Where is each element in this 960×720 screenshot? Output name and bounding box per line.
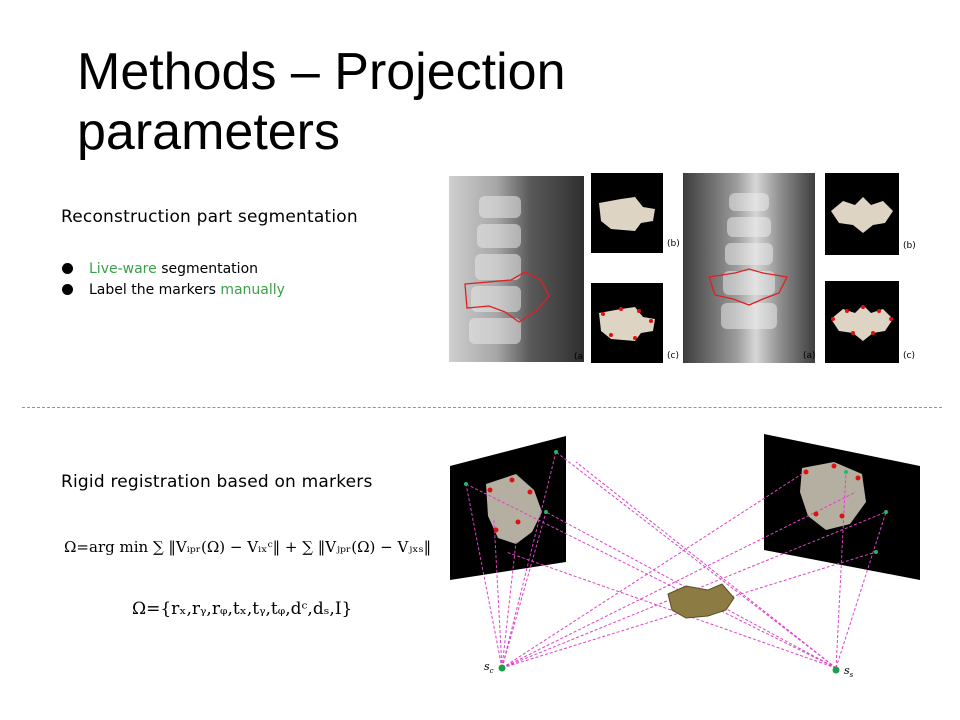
- ap-xray-image: (a): [683, 173, 815, 363]
- section-heading-registration: Rigid registration based on markers: [61, 472, 373, 492]
- bullet-text-highlight: Li: [89, 261, 101, 277]
- panel-label: (c): [667, 351, 679, 361]
- segmentation-bullet-list: Live-ware segmentation Label the markers…: [61, 259, 285, 301]
- registration-objective-formula: Ω=arg min ∑ ‖Vᵢₚᵣ(Ω) − Vᵢₓᶜ‖ + ∑ ‖Vⱼₚᵣ(Ω…: [64, 538, 431, 556]
- source-label-s: ss: [844, 664, 854, 680]
- lateral-xray-graphic: [464, 196, 550, 344]
- title-line-2: parameters: [77, 103, 340, 161]
- vertebra-markers: [599, 307, 655, 341]
- bullet-text-highlight: manually: [220, 282, 285, 298]
- registration-figure: sc ss: [446, 432, 926, 682]
- segmented-thumb-b-left: [591, 173, 663, 253]
- source-label-c: sc: [484, 660, 494, 676]
- panel-label: (c): [903, 351, 915, 361]
- segmentation-figure: (a) (b) (c) (a) (b): [449, 173, 943, 365]
- bullet-dot-icon: [62, 284, 73, 295]
- registration-graphic: [450, 434, 920, 674]
- panel-label: (b): [903, 241, 916, 251]
- lateral-xray-image: (a): [449, 176, 584, 362]
- panel-label: (a): [803, 351, 815, 361]
- source-s-icon: [832, 666, 840, 674]
- segmented-thumb-c-left: [591, 283, 663, 363]
- bullet-dot-icon: [62, 263, 73, 274]
- segmented-thumb-c-right: [825, 281, 899, 363]
- source-c-icon: [498, 664, 506, 672]
- panel-label: (b): [667, 239, 680, 249]
- section-divider: [22, 407, 942, 408]
- parameter-set-formula: Ω={rₓ,rᵧ,rᵩ,tₓ,tᵧ,tᵩ,dᶜ,dₛ,I}: [132, 599, 353, 619]
- bullet-text-plain: Label the markers: [89, 282, 221, 298]
- formula-lhs: Ω=arg min: [64, 538, 149, 556]
- ap-xray-graphic: [708, 193, 788, 329]
- panel-label: (a): [574, 352, 584, 362]
- vertebra-shape: [831, 197, 893, 233]
- vertebra-markers: [831, 305, 893, 341]
- section-heading-segmentation: Reconstruction part segmentation: [61, 207, 358, 227]
- slide-title: Methods – Projection parameters: [77, 42, 777, 162]
- title-line-1: Methods – Projection: [77, 43, 566, 101]
- bullet-text-rest: ve-ware: [100, 261, 157, 277]
- segmented-thumb-b-right: [825, 173, 899, 255]
- bullet-item: Label the markers manually: [61, 280, 285, 300]
- bullet-item: Live-ware segmentation: [61, 259, 285, 279]
- formula-body: ∑ ‖Vᵢₚᵣ(Ω) − Vᵢₓᶜ‖ + ∑ ‖Vⱼₚᵣ(Ω) − Vⱼₓₛ‖: [152, 538, 432, 556]
- bullet-text-tail: segmentation: [156, 261, 259, 277]
- vertebra-shape: [599, 197, 655, 231]
